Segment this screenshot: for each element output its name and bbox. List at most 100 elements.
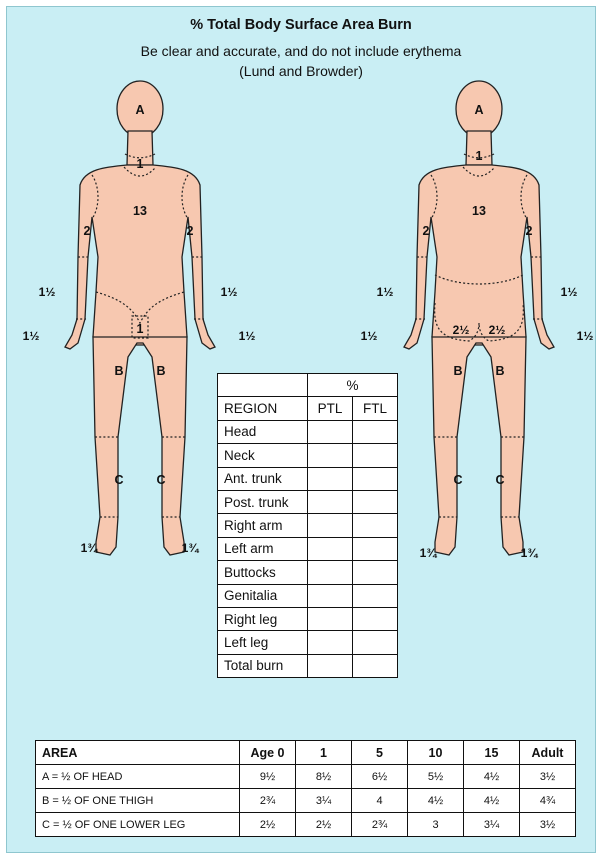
region-row-label: Right arm: [218, 514, 308, 537]
ftl-cell[interactable]: [353, 514, 398, 537]
area-value: 5½: [408, 765, 464, 789]
back-buttock-right-label: 2½: [489, 323, 506, 337]
front-hand-left-label: 1½: [23, 329, 40, 343]
area-value: 4½: [408, 789, 464, 813]
front-trunk-label: 13: [133, 204, 147, 218]
area-label: B = ½ OF ONE THIGH: [36, 789, 240, 813]
front-upper-arm-right-label: 2: [187, 224, 194, 238]
back-trunk-label: 13: [472, 204, 486, 218]
area-value: 3½: [520, 813, 576, 837]
table-row: A = ½ OF HEAD 9½ 8½ 6½ 5½ 4½ 3½: [36, 765, 576, 789]
ptl-cell[interactable]: [308, 444, 353, 467]
area-value: 4¾: [520, 789, 576, 813]
region-row-label: Head: [218, 420, 308, 443]
front-genitalia-label: 1: [137, 322, 144, 336]
ptl-cell[interactable]: [308, 654, 353, 677]
back-thigh-right-label: B: [495, 364, 504, 378]
area-value: 8½: [296, 765, 352, 789]
back-upper-arm-right-label: 2: [526, 224, 533, 238]
back-upper-arm-left-label: 2: [423, 224, 430, 238]
region-table-corner: [218, 374, 308, 397]
age-header: 1: [296, 741, 352, 765]
table-row: B = ½ OF ONE THIGH 2¾ 3¼ 4 4½ 4½ 4¾: [36, 789, 576, 813]
ftl-cell[interactable]: [353, 420, 398, 443]
front-hand-right-label: 1½: [239, 329, 256, 343]
ptl-cell[interactable]: [308, 490, 353, 513]
region-row-label: Neck: [218, 444, 308, 467]
ptl-cell[interactable]: [308, 467, 353, 490]
back-head-label: A: [474, 103, 483, 117]
ftl-cell[interactable]: [353, 537, 398, 560]
area-value: 4: [352, 789, 408, 813]
area-value: 4½: [464, 789, 520, 813]
front-thigh-left-label: B: [114, 364, 123, 378]
area-label: C = ½ OF ONE LOWER LEG: [36, 813, 240, 837]
ftl-cell[interactable]: [353, 561, 398, 584]
percent-header: %: [308, 374, 398, 397]
front-body-figure: [65, 81, 215, 555]
ftl-cell[interactable]: [353, 444, 398, 467]
ptl-cell[interactable]: [308, 607, 353, 630]
back-thigh-left-label: B: [453, 364, 462, 378]
area-value: 3¼: [296, 789, 352, 813]
area-value: 2¾: [352, 813, 408, 837]
front-foot-right-label: 1¾: [182, 541, 200, 555]
back-lower-leg-left-label: C: [453, 473, 462, 487]
region-row-label: Ant. trunk: [218, 467, 308, 490]
area-value: 2½: [240, 813, 296, 837]
front-foot-left-label: 1¾: [81, 541, 99, 555]
age-header: Adult: [520, 741, 576, 765]
area-header: AREA: [36, 741, 240, 765]
ftl-cell[interactable]: [353, 490, 398, 513]
front-neck-label: 1: [137, 157, 144, 171]
back-hand-right-label: 1½: [577, 329, 594, 343]
area-value: 3¼: [464, 813, 520, 837]
front-lower-leg-left-label: C: [114, 473, 123, 487]
ftl-header: FTL: [353, 397, 398, 420]
ptl-cell[interactable]: [308, 631, 353, 654]
ptl-cell[interactable]: [308, 420, 353, 443]
age-header: 10: [408, 741, 464, 765]
back-lower-leg-right-label: C: [495, 473, 504, 487]
region-row-label: Post. trunk: [218, 490, 308, 513]
area-label: A = ½ OF HEAD: [36, 765, 240, 789]
ptl-cell[interactable]: [308, 537, 353, 560]
ptl-cell[interactable]: [308, 514, 353, 537]
front-upper-arm-left-label: 2: [84, 224, 91, 238]
age-header: 15: [464, 741, 520, 765]
ftl-cell[interactable]: [353, 584, 398, 607]
ptl-cell[interactable]: [308, 584, 353, 607]
burn-chart-panel: % Total Body Surface Area Burn Be clear …: [6, 6, 596, 853]
region-row-label: Genitalia: [218, 584, 308, 607]
region-header: REGION: [218, 397, 308, 420]
ftl-cell[interactable]: [353, 607, 398, 630]
back-hand-left-label: 1½: [361, 329, 378, 343]
back-foot-left-label: 1¾: [420, 546, 438, 560]
front-head-label: A: [135, 103, 144, 117]
table-row: C = ½ OF ONE LOWER LEG 2½ 2½ 2¾ 3 3¼ 3½: [36, 813, 576, 837]
age-header: Age 0: [240, 741, 296, 765]
back-forearm-right-label: 1½: [561, 285, 578, 299]
ftl-cell[interactable]: [353, 654, 398, 677]
front-lower-leg-right-label: C: [156, 473, 165, 487]
age-area-table: AREA Age 0 1 5 10 15 Adult A = ½ OF HEAD…: [35, 740, 576, 837]
back-foot-right-label: 1¾: [521, 546, 539, 560]
front-thigh-right-label: B: [156, 364, 165, 378]
area-value: 4½: [464, 765, 520, 789]
ftl-cell[interactable]: [353, 467, 398, 490]
back-buttock-left-label: 2½: [453, 323, 470, 337]
front-forearm-left-label: 1½: [39, 285, 56, 299]
ptl-header: PTL: [308, 397, 353, 420]
area-value: 9½: [240, 765, 296, 789]
age-header: 5: [352, 741, 408, 765]
ptl-cell[interactable]: [308, 561, 353, 584]
front-forearm-right-label: 1½: [221, 285, 238, 299]
area-value: 2½: [296, 813, 352, 837]
region-row-label: Left arm: [218, 537, 308, 560]
ftl-cell[interactable]: [353, 631, 398, 654]
area-value: 6½: [352, 765, 408, 789]
area-value: 3½: [520, 765, 576, 789]
back-forearm-left-label: 1½: [377, 285, 394, 299]
region-row-label: Left leg: [218, 631, 308, 654]
region-row-label: Right leg: [218, 607, 308, 630]
